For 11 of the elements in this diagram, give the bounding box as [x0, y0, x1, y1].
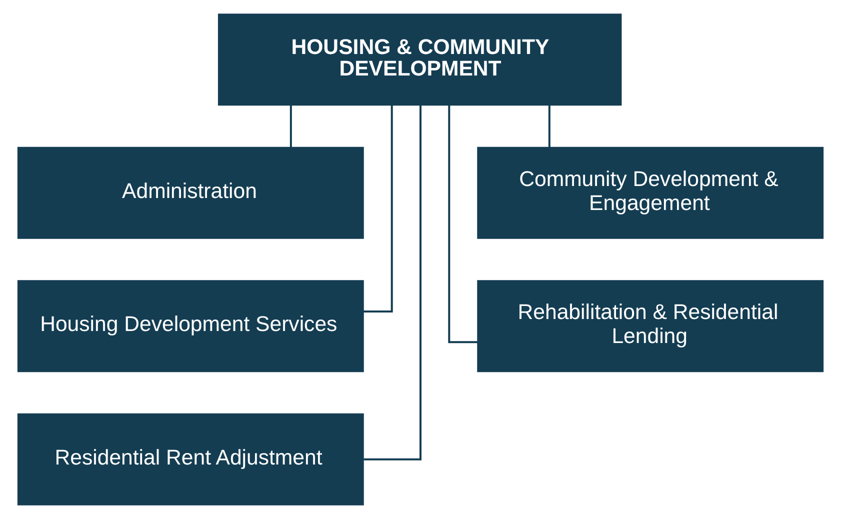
- node-box: HOUSING & COMMUNITY DEVELOPMENT: [218, 13, 622, 106]
- connector: [548, 104, 550, 147]
- connector: [363, 104, 393, 312]
- node-box: Residential Rent Adjustment: [17, 412, 364, 505]
- node-box: Rehabilitation & Residential Lending: [477, 280, 824, 372]
- connector: [448, 104, 478, 343]
- node-box: Housing Development Services: [17, 280, 364, 372]
- connector: [364, 104, 422, 460]
- node-box: Administration: [17, 146, 364, 238]
- connector: [290, 104, 292, 147]
- node-box: Community Development & Engagement: [477, 146, 824, 238]
